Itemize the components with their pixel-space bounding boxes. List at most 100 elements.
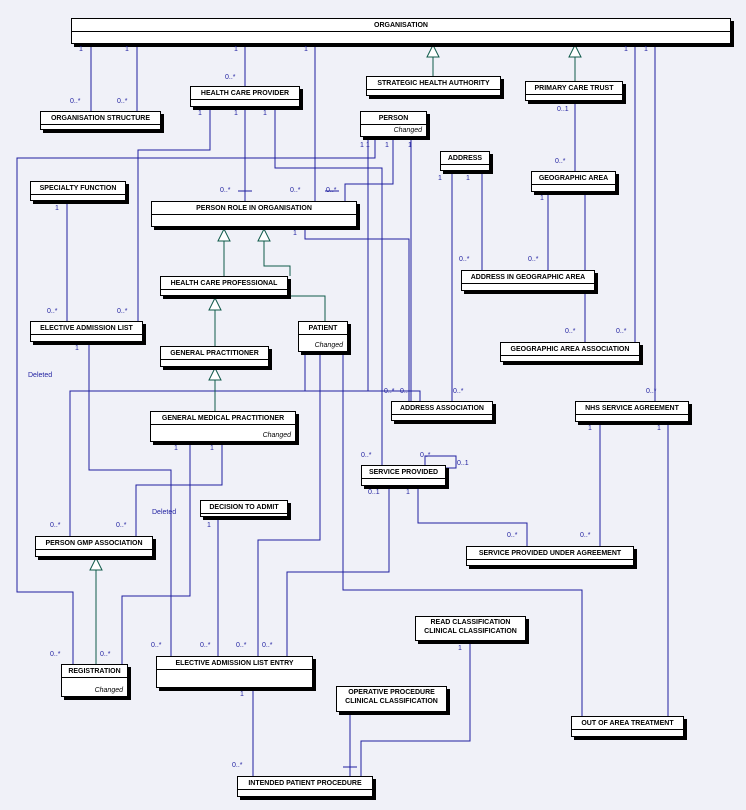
entity-primary-care-trust[interactable]: PRIMARY CARE TRUST <box>525 81 623 101</box>
entity-label: GENERAL PRACTITIONER <box>170 350 259 357</box>
divider <box>161 359 268 360</box>
multiplicity-label: 1 <box>210 445 214 452</box>
change-note: Changed <box>262 432 291 439</box>
entity-address[interactable]: ADDRESS <box>440 151 490 171</box>
multiplicity-label: 0..* <box>616 328 627 335</box>
multiplicity-label: 0..* <box>384 388 395 395</box>
entity-general-medical-practitioner[interactable]: GENERAL MEDICAL PRACTITIONER Changed <box>150 411 296 442</box>
divider <box>201 513 287 514</box>
multiplicity-label: 1 <box>644 46 648 53</box>
entity-person-role-in-organisation[interactable]: PERSON ROLE IN ORGANISATION <box>151 201 357 227</box>
entity-label: DECISION TO ADMIT <box>209 504 279 511</box>
multiplicity-label: 1 <box>588 425 592 432</box>
entity-label-line2: CLINICAL CLASSIFICATION <box>424 628 517 635</box>
entity-elective-admission-list-entry[interactable]: ELECTIVE ADMISSION LIST ENTRY <box>156 656 313 688</box>
divider <box>36 549 152 550</box>
entity-label: SERVICE PROVIDED <box>368 469 439 476</box>
multiplicity-label: 0.. <box>400 388 408 395</box>
divider <box>41 124 160 125</box>
multiplicity-label: 0..* <box>459 256 470 263</box>
multiplicity-label: 0..* <box>225 74 236 81</box>
entity-geographic-area-association[interactable]: GEOGRAPHIC AREA ASSOCIATION <box>500 342 640 362</box>
multiplicity-label: 0..* <box>100 651 111 658</box>
entity-label: SPECIALTY FUNCTION <box>39 185 117 192</box>
multiplicity-label: 1 1 <box>360 142 370 149</box>
change-note: Changed <box>314 342 343 349</box>
entity-organisation-structure[interactable]: ORGANISATION STRUCTURE <box>40 111 161 130</box>
divider <box>299 334 347 335</box>
deleted-annotation: Deleted <box>152 509 177 516</box>
multiplicity-label: 1 <box>624 46 628 53</box>
entity-general-practitioner[interactable]: GENERAL PRACTITIONER <box>160 346 269 367</box>
divider <box>362 478 445 479</box>
multiplicity-label: 0..* <box>117 308 128 315</box>
multiplicity-label: 1 <box>198 110 202 117</box>
entity-service-provided[interactable]: SERVICE PROVIDED <box>361 465 446 486</box>
entity-health-care-professional[interactable]: HEALTH CARE PROFESSIONAL <box>160 276 288 296</box>
multiplicity-label: 0..* <box>453 388 464 395</box>
entity-label: GENERAL MEDICAL PRACTITIONER <box>161 415 285 422</box>
entity-strategic-health-authority[interactable]: STRATEGIC HEALTH AUTHORITY <box>366 76 501 96</box>
multiplicity-label: 0..* <box>565 328 576 335</box>
multiplicity-label: 0..* <box>220 187 231 194</box>
multiplicity-label: 0..* <box>50 522 61 529</box>
entity-person-gmp-association[interactable]: PERSON GMP ASSOCIATION <box>35 536 153 557</box>
entity-label: ELECTIVE ADMISSION LIST <box>40 325 133 332</box>
multiplicity-label: 1 <box>466 175 470 182</box>
entity-decision-to-admit[interactable]: DECISION TO ADMIT <box>200 500 288 517</box>
change-note: Changed <box>94 687 123 694</box>
entity-intended-patient-procedure[interactable]: INTENDED PATIENT PROCEDURE <box>237 776 373 797</box>
entity-label: ORGANISATION <box>374 22 428 29</box>
entity-address-association[interactable]: ADDRESS ASSOCIATION <box>391 401 493 421</box>
multiplicity-label: 0..* <box>262 642 273 649</box>
change-note: Changed <box>393 127 422 134</box>
entity-geographic-area[interactable]: GEOGRAPHIC AREA <box>531 171 616 192</box>
multiplicity-label: 1 <box>540 195 544 202</box>
entity-read-classification[interactable]: READ CLASSIFICATION CLINICAL CLASSIFICAT… <box>415 616 526 641</box>
entity-person[interactable]: PERSON Changed <box>360 111 427 137</box>
entity-label: HEALTH CARE PROVIDER <box>200 90 290 97</box>
multiplicity-label: 1 <box>207 522 211 529</box>
entity-address-in-geographic-area[interactable]: ADDRESS IN GEOGRAPHIC AREA <box>461 270 595 291</box>
divider <box>157 669 312 670</box>
entity-patient[interactable]: PATIENT Changed <box>298 321 348 352</box>
entity-label: PERSON ROLE IN ORGANISATION <box>196 205 312 212</box>
entity-organisation[interactable]: ORGANISATION <box>71 18 731 44</box>
entity-nhs-service-agreement[interactable]: NHS SERVICE AGREEMENT <box>575 401 689 422</box>
multiplicity-label: 0..1 <box>557 106 569 113</box>
entity-out-of-area-treatment[interactable]: OUT OF AREA TREATMENT <box>571 716 684 737</box>
multiplicity-label: 0..* <box>151 642 162 649</box>
multiplicity-label: 1 <box>79 46 83 53</box>
divider <box>361 124 426 125</box>
multiplicity-label: 0..* <box>361 452 372 459</box>
entity-service-provided-under-agreement[interactable]: SERVICE PROVIDED UNDER AGREEMENT <box>466 546 634 566</box>
multiplicity-label: 0..1 <box>457 460 469 467</box>
divider <box>151 424 295 425</box>
multiplicity-label: 0..* <box>116 522 127 529</box>
multiplicity-label: 0..* <box>528 256 539 263</box>
entity-registration[interactable]: REGISTRATION Changed <box>61 664 128 697</box>
multiplicity-label: 0..* <box>117 98 128 105</box>
entity-label: ADDRESS <box>447 155 483 162</box>
entity-label: GEOGRAPHIC AREA <box>538 175 609 182</box>
multiplicity-label: 1 <box>234 110 238 117</box>
divider <box>62 677 127 678</box>
multiplicity-label: 0..1 <box>368 489 380 496</box>
multiplicity-label: 1 <box>240 691 244 698</box>
entity-label: HEALTH CARE PROFESSIONAL <box>170 280 278 287</box>
entity-elective-admission-list[interactable]: ELECTIVE ADMISSION LIST <box>30 321 143 342</box>
entity-specialty-function[interactable]: SPECIALTY FUNCTION <box>30 181 126 201</box>
divider <box>572 729 683 730</box>
multiplicity-label: 0..* <box>50 651 61 658</box>
entity-label-line1: OPERATIVE PROCEDURE <box>348 689 435 696</box>
multiplicity-label: 0..* <box>646 388 657 395</box>
multiplicity-label: 1 <box>55 205 59 212</box>
entity-label: PERSON GMP ASSOCIATION <box>45 540 143 547</box>
entity-health-care-provider[interactable]: HEALTH CARE PROVIDER <box>190 86 300 107</box>
multiplicity-label: 0..* <box>200 642 211 649</box>
divider <box>72 31 730 32</box>
entity-label: ADDRESS ASSOCIATION <box>399 405 484 412</box>
entity-label: ORGANISATION STRUCTURE <box>50 115 151 122</box>
entity-operative-procedure[interactable]: OPERATIVE PROCEDURE CLINICAL CLASSIFICAT… <box>336 686 447 712</box>
divider <box>462 283 594 284</box>
